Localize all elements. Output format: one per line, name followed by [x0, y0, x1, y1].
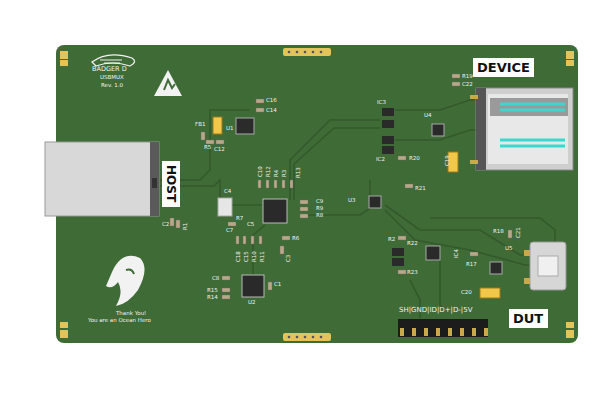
- silkscreen-box: DUT: [509, 309, 548, 328]
- tantalum-caps: [213, 117, 500, 298]
- silkscreen-label: C19: [445, 155, 451, 166]
- silkscreen-label: U1: [226, 126, 234, 132]
- silkscreen-label: R12: [266, 166, 272, 177]
- silkscreen-label: C10: [258, 166, 264, 177]
- silkscreen-label: Rev. 1.0: [101, 83, 123, 89]
- silkscreen-label: R3: [282, 170, 288, 177]
- silkscreen-label: R4: [274, 170, 280, 177]
- silkscreen-label: R19: [462, 74, 473, 80]
- silkscreen-label: R6: [292, 236, 299, 242]
- silkscreen-label: C15: [244, 251, 250, 262]
- silkscreen-label: C9: [316, 199, 323, 205]
- silkscreen-label: C12: [214, 147, 225, 153]
- silkscreen-label: U5: [505, 246, 513, 252]
- connector-name: DUT: [513, 312, 544, 325]
- silkscreen-label: C18: [236, 251, 242, 262]
- connector-name: DEVICE: [477, 61, 530, 74]
- pin-header: [398, 319, 488, 337]
- silkscreen-label: C20: [461, 290, 472, 296]
- silkscreen-label: R15: [207, 288, 218, 294]
- silkscreen-label: C4: [224, 189, 231, 195]
- silkscreen-label: Thank You!: [116, 311, 146, 317]
- silkscreen-label: C8: [212, 276, 219, 282]
- silkscreen-box: DEVICE: [473, 58, 534, 77]
- esd-symbol: [154, 70, 182, 96]
- silkscreen-label: C21: [516, 227, 522, 238]
- device-usb-connector: [470, 88, 573, 170]
- connector-name: HOST: [165, 165, 177, 203]
- silkscreen-label: BADGER D: [92, 66, 127, 73]
- pad-holes: [288, 51, 323, 339]
- silkscreen-label: C5: [247, 222, 254, 228]
- silkscreen-label: R20: [409, 156, 420, 162]
- silkscreen-label: U3: [348, 198, 356, 204]
- micro-usb-connector: [524, 242, 566, 290]
- badger-logo: [92, 55, 135, 66]
- silkscreen-label: R2: [388, 237, 395, 243]
- silkscreen-label: R23: [407, 270, 418, 276]
- silkscreen-label: R1: [183, 223, 189, 230]
- orca-logo: [106, 256, 145, 306]
- silkscreen-label: C3: [286, 255, 292, 262]
- silkscreen-label: R13: [296, 167, 302, 178]
- silkscreen-label: IC3: [377, 100, 386, 106]
- silkscreen-label: U2: [248, 300, 256, 306]
- silkscreen-label: C1: [274, 282, 281, 288]
- silkscreen-box: HOST: [162, 161, 180, 207]
- silkscreen-label: C2: [162, 222, 169, 228]
- ics: [218, 108, 502, 297]
- edge-header-pads: [283, 48, 331, 341]
- passives: [170, 74, 512, 299]
- silkscreen-label: You are an Ocean Hero: [88, 318, 151, 324]
- silkscreen-label: R11: [260, 251, 266, 262]
- silkscreen-label: R9: [316, 206, 323, 212]
- silkscreen-label: C7: [226, 228, 233, 234]
- silkscreen-label: C14: [266, 108, 277, 114]
- silkscreen-label: R8: [316, 213, 323, 219]
- silkscreen-label: IC4: [454, 249, 460, 258]
- silkscreen-label: C16: [266, 98, 277, 104]
- silkscreen-label: USBMUX: [100, 75, 124, 81]
- silkscreen-label: IC2: [376, 157, 385, 163]
- silkscreen-label: R18: [493, 229, 504, 235]
- silkscreen-label: FB1: [195, 122, 205, 128]
- silkscreen-label: U4: [424, 113, 432, 119]
- silkscreen-label: R14: [207, 295, 218, 301]
- silkscreen-label: C22: [462, 82, 473, 88]
- silkscreen-label: R7: [236, 216, 243, 222]
- silkscreen-label: R5: [204, 145, 211, 151]
- host-usb-connector: [45, 142, 159, 216]
- silkscreen-label: SH|GND|ID|D+|D-|5V: [399, 307, 472, 314]
- silkscreen-label: R21: [415, 186, 426, 192]
- silkscreen-label: R10: [252, 251, 258, 262]
- silkscreen-label: R17: [466, 262, 477, 268]
- silkscreen-label: R22: [407, 241, 418, 247]
